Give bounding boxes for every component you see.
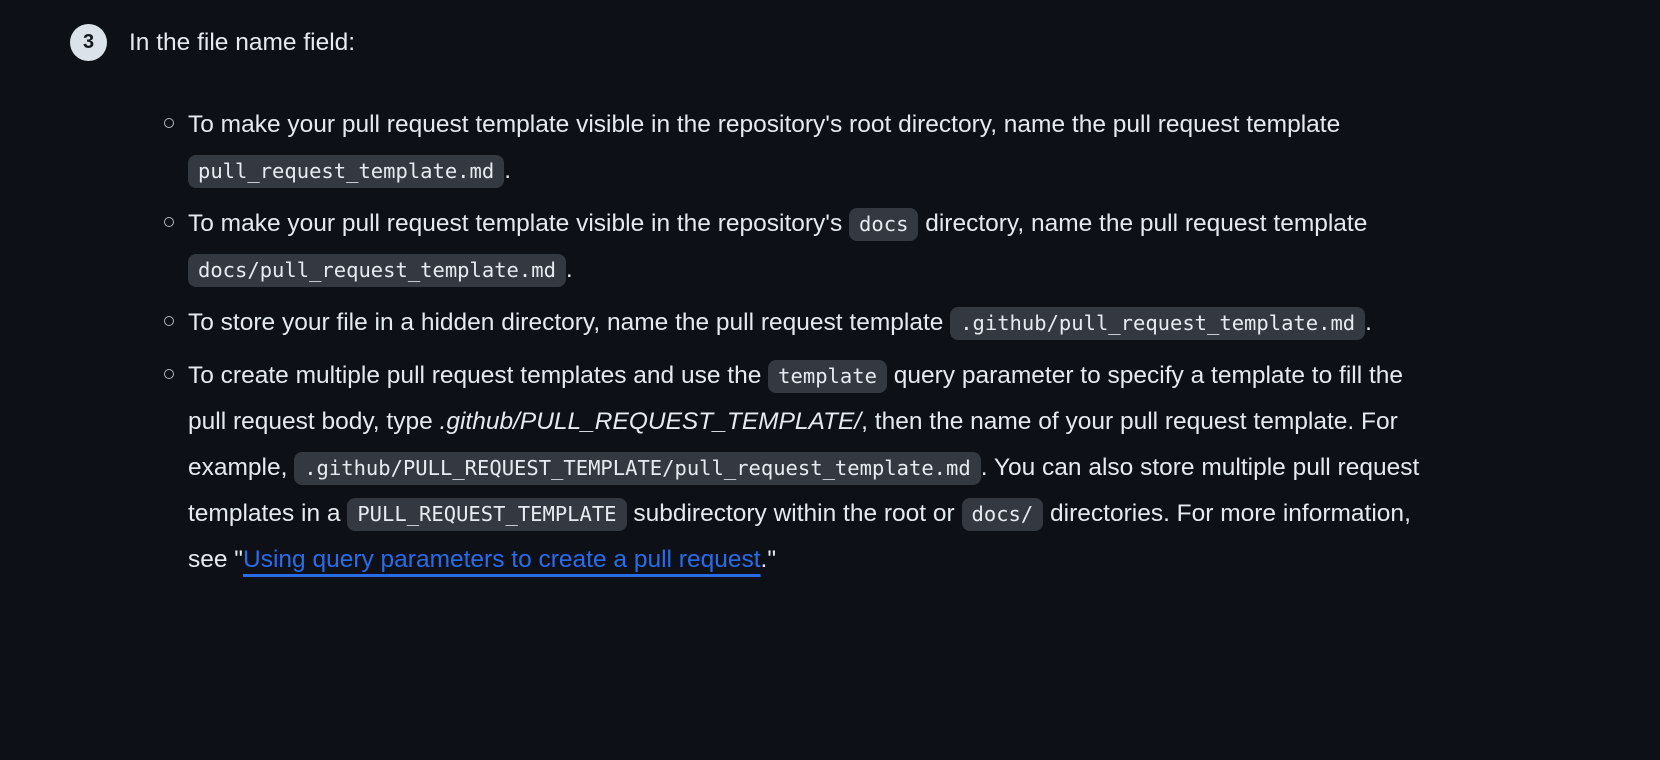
bullet-circle-icon — [164, 217, 174, 227]
item-text: directories. For more information, see " — [188, 500, 1411, 573]
item-text: subdirectory within the root or — [626, 500, 962, 527]
item-text: . — [1365, 309, 1372, 336]
code-chip: docs/pull_request_template.md — [188, 254, 566, 287]
code-chip: pull_request_template.md — [188, 155, 505, 188]
code-chip: docs/ — [961, 498, 1044, 531]
list-item: To make your pull request template visib… — [164, 201, 1436, 293]
italic-path-text: .github/PULL_REQUEST_TEMPLATE/ — [439, 408, 862, 435]
code-chip: PULL_REQUEST_TEMPLATE — [347, 498, 627, 531]
instruction-list: To make your pull request template visib… — [70, 102, 1660, 583]
step-title: In the file name field: — [129, 28, 356, 56]
list-item: To create multiple pull request template… — [164, 353, 1436, 583]
bullet-circle-icon — [164, 118, 174, 128]
list-item: To store your file in a hidden directory… — [164, 300, 1436, 346]
code-chip: docs — [849, 208, 919, 241]
item-text: To make your pull request template visib… — [188, 111, 1341, 138]
step-header: 3 In the file name field: — [70, 24, 1660, 61]
item-text: . — [504, 157, 512, 184]
doc-step-section: 3 In the file name field: To make your p… — [70, 24, 1660, 583]
bullet-circle-icon — [164, 369, 174, 379]
bullet-circle-icon — [164, 316, 174, 326]
item-text: To create multiple pull request template… — [188, 362, 769, 389]
code-chip: .github/pull_request_template.md — [950, 307, 1366, 340]
item-text: directory, name the pull request templat… — [918, 210, 1368, 237]
code-chip: template — [768, 360, 887, 393]
item-text: . — [565, 256, 573, 283]
list-item: To make your pull request template visib… — [164, 102, 1436, 194]
item-text: , then the name of your pull request tem… — [188, 408, 1398, 481]
item-text: . You can also store multiple pull reque… — [188, 454, 1420, 527]
item-text: query parameter to specify a template to… — [188, 362, 1404, 435]
query-parameters-link[interactable]: Using query parameters to create a pull … — [243, 546, 761, 573]
item-text: To store your file in a hidden directory… — [188, 309, 951, 336]
step-number-badge: 3 — [70, 24, 107, 61]
item-text: ." — [760, 546, 777, 573]
item-text: To make your pull request template visib… — [188, 210, 850, 237]
code-chip: .github/PULL_REQUEST_TEMPLATE/pull_reque… — [294, 452, 981, 485]
